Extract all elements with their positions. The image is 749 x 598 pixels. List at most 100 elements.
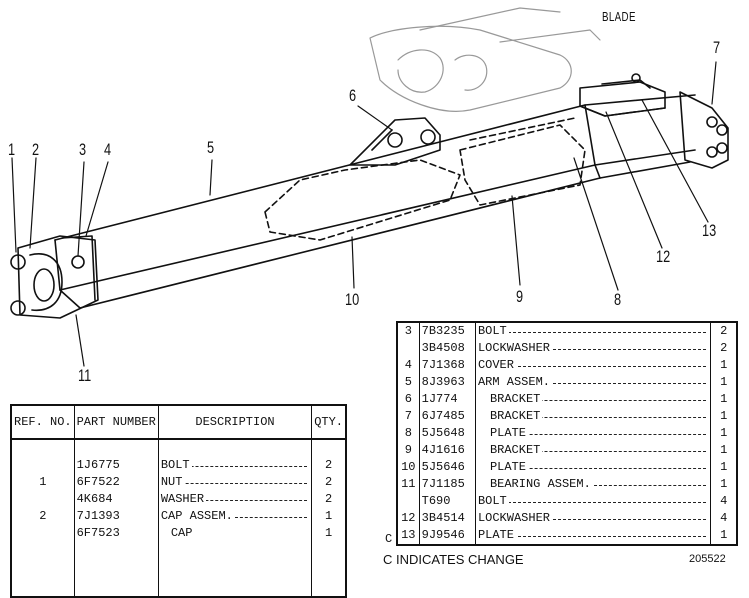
ref-cell: 2 [11,508,75,525]
table-row: T690 BOLT 4 [397,493,737,510]
ref-cell: 1 [11,474,75,491]
table-row: 3 7B3235 BOLT 2 [397,322,737,340]
table-row: 9 4J1616 BRACKET 1 [397,442,737,459]
qty-cell: 1 [720,477,728,491]
description-cell: COVER [475,357,712,374]
description-cell: NUT [158,474,313,491]
qty-cell: 1 [720,443,728,457]
table-row: 10 5J5646 PLATE 1 [397,459,737,476]
table-row [11,542,346,597]
description-cell: BOLT [475,322,712,340]
description-cell: PLATE [475,425,712,442]
ref-cell: 13 [397,527,420,545]
header-part-number: PART NUMBER [74,405,159,440]
qty-cell: 1 [720,358,728,372]
table-row: 3B4508 LOCKWASHER 2 [397,340,737,357]
leader-lines [11,61,717,367]
qty-cell: 2 [720,341,728,355]
ref-cell [11,457,75,474]
part-number-cell: 1J6775 [74,457,159,474]
description-cell: PLATE [475,459,712,476]
part-number-cell: 7B3235 [419,322,476,340]
part-number-cell: 1J774 [419,391,476,408]
table-row: 8 5J5648 PLATE 1 [397,425,737,442]
callout-12: 12 [656,247,671,266]
description-cell: ARM ASSEM. [475,374,712,391]
ref-cell [11,491,75,508]
description-cell: CAP ASSEM. [158,508,313,525]
description-cell: WASHER [158,491,313,508]
part-number-cell: 8J3963 [419,374,476,391]
description-cell: BOLT [475,493,712,510]
ref-cell: 4 [397,357,420,374]
table-row: 11 7J1185 BEARING ASSEM. 1 [397,476,737,493]
part-number-cell: 4K684 [74,491,159,508]
part-number-cell: 7J1185 [419,476,476,493]
table-row: 7 6J7485 BRACKET 1 [397,408,737,425]
callout-9: 9 [516,287,524,306]
qty-cell: 1 [720,528,728,542]
description-cell: BRACKET [475,442,712,459]
callout-7: 7 [713,38,721,57]
header-qty: QTY. [311,405,346,440]
callout-1: 1 [8,140,16,159]
qty-cell: 2 [720,324,728,338]
ref-cell: 10 [397,459,420,476]
ref-cell: 12 [397,510,420,527]
change-mark: C [385,532,393,546]
part-number-cell: 7J1368 [419,357,476,374]
part-number-cell: 5J5646 [419,459,476,476]
qty-cell: 2 [324,492,333,506]
table-row: 4 7J1368 COVER 1 [397,357,737,374]
part-number-cell: 9J9546 [419,527,476,545]
description-cell: LOCKWASHER [475,340,712,357]
part-number-cell: T690 [419,493,476,510]
ref-cell: 6 [397,391,420,408]
ref-cell [397,493,420,510]
qty-cell: 1 [720,392,728,406]
ref-cell: 5 [397,374,420,391]
ref-cell: 9 [397,442,420,459]
left-parts-table: REF. NO. PART NUMBER DESCRIPTION QTY. 1J… [10,404,347,598]
blade-bracket-end [679,91,729,169]
table-row: 1 6F7522 NUT 2 [11,474,346,491]
change-note: C INDICATES CHANGE [383,552,524,567]
description-cell: BEARING ASSEM. [475,476,712,493]
header-ref-no: REF. NO. [11,405,75,440]
qty-cell: 4 [720,511,728,525]
qty-cell: 1 [324,509,333,523]
qty-cell: 1 [720,375,728,389]
part-number-cell: 3B4514 [419,510,476,527]
header-description: DESCRIPTION [158,405,313,440]
qty-cell: 1 [324,526,333,540]
table-row: 4K684 WASHER 2 [11,491,346,508]
top-plate [579,73,666,117]
qty-cell: 2 [324,458,333,472]
table-row: 6F7523 CAP 1 [11,525,346,542]
description-cell: CAP [158,525,313,542]
table-row: 1J6775 BOLT 2 [11,457,346,474]
ref-cell: 8 [397,425,420,442]
description-cell: BOLT [158,457,313,474]
bracket-6 [349,117,441,166]
part-number-cell: 6J7485 [419,408,476,425]
table-row [11,439,346,457]
table-row: 5 8J3963 ARM ASSEM. 1 [397,374,737,391]
right-parts-table: 3 7B3235 BOLT 2 3B4508 LOCKWASHER 2 4 7J… [396,321,738,546]
qty-cell: 1 [720,460,728,474]
callout-13: 13 [702,221,717,240]
table-row: 12 3B4514 LOCKWASHER 4 [397,510,737,527]
qty-cell: 1 [720,426,728,440]
ref-cell: 3 [397,322,420,340]
drawing-code: 205522 [689,553,726,565]
callout-10: 10 [345,290,360,309]
description-cell: PLATE [475,527,712,545]
exploded-parts-drawing [10,7,729,367]
callout-6: 6 [349,86,357,105]
qty-cell: 2 [324,475,333,489]
callout-5: 5 [207,138,215,157]
description-cell: LOCKWASHER [475,510,712,527]
callout-4: 4 [104,140,112,159]
ref-cell [11,525,75,542]
ref-cell [397,340,420,357]
